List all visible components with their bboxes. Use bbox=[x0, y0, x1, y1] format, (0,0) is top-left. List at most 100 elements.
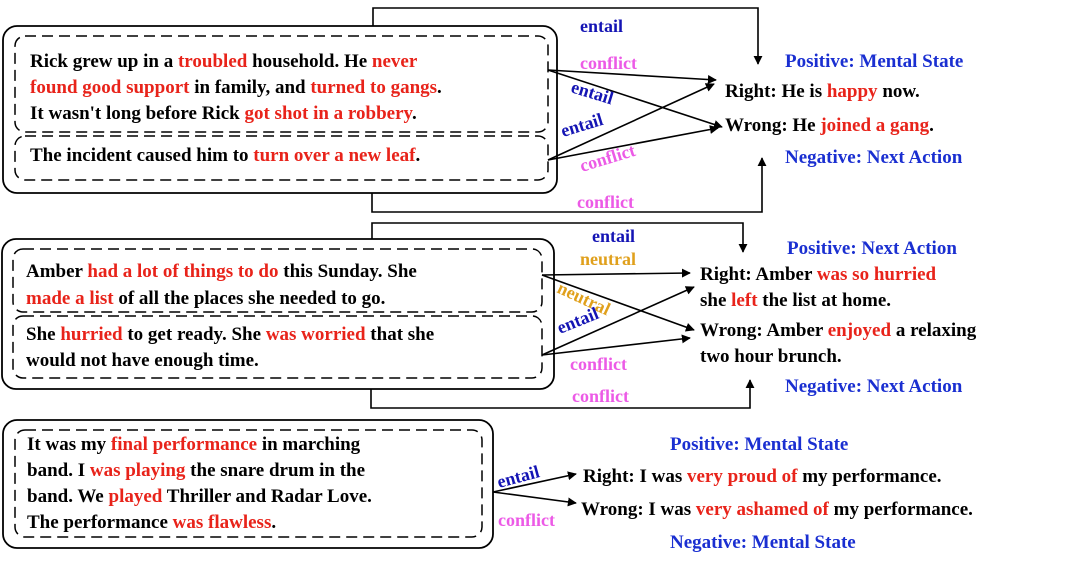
sentence-group-2a bbox=[12, 248, 543, 313]
relation-label: conflict bbox=[577, 140, 637, 176]
arrow-story-to-negative bbox=[370, 379, 755, 409]
text-span: in family, and bbox=[189, 77, 310, 98]
story-line: found good support in family, and turned… bbox=[30, 77, 442, 98]
highlighted-phrase: was worried bbox=[266, 324, 366, 345]
text-span: The incident caused him to bbox=[30, 145, 253, 166]
arrow-s1-to-right bbox=[547, 69, 717, 85]
highlighted-phrase: played bbox=[109, 486, 163, 507]
relation-label: conflict bbox=[570, 354, 627, 374]
story-line: It was my final performance in marching bbox=[27, 434, 361, 455]
text-span: the snare drum in the bbox=[185, 460, 365, 481]
story-line: She hurried to get ready. She was worrie… bbox=[26, 324, 434, 345]
arrow-s1-to-wrong bbox=[547, 69, 723, 129]
highlighted-phrase: never bbox=[372, 51, 418, 72]
story-boxes bbox=[1, 25, 558, 549]
story-line: The incident caused him to turn over a n… bbox=[30, 145, 420, 166]
highlighted-phrase: found good support bbox=[30, 77, 190, 98]
text-span: . bbox=[415, 145, 420, 166]
sentence-group-1b bbox=[14, 135, 549, 181]
relation-label: neutral bbox=[580, 249, 636, 269]
arrow-story-to-negative bbox=[371, 157, 767, 213]
arrow-story-to-positive bbox=[371, 222, 748, 253]
negative-label: Negative: Mental State bbox=[670, 532, 856, 553]
highlighted-phrase: got shot in a robbery bbox=[244, 103, 413, 124]
wrong-option: Wrong: I was very ashamed of my performa… bbox=[581, 499, 973, 520]
right-option: Right: He is happy now. bbox=[725, 81, 920, 102]
sentence-group-1a bbox=[14, 35, 549, 133]
highlighted-phrase: was playing bbox=[90, 460, 186, 481]
highlighted-phrase: was so hurried bbox=[817, 264, 937, 285]
right-option: Right: Amber was so hurried bbox=[700, 264, 937, 285]
text-span: . bbox=[412, 103, 417, 124]
text-span: It wasn't long before Rick bbox=[30, 103, 244, 124]
sentence-group-3a bbox=[14, 429, 483, 538]
story-line: made a list of all the places she needed… bbox=[26, 288, 385, 309]
story-line: would not have enough time. bbox=[26, 350, 259, 371]
highlighted-phrase: turned to gangs bbox=[310, 77, 437, 98]
relation-label: entail bbox=[558, 109, 605, 141]
right-option: Right: I was very proud of my performanc… bbox=[583, 466, 942, 487]
story-line: band. We played Thriller and Radar Love. bbox=[27, 486, 372, 507]
negative-label: Negative: Next Action bbox=[785, 147, 963, 168]
text-span: in marching bbox=[257, 434, 361, 455]
text-span: She bbox=[26, 324, 60, 345]
highlighted-phrase: made a list bbox=[26, 288, 114, 309]
text-span: the list at home. bbox=[758, 290, 892, 311]
text-span: to get ready. She bbox=[123, 324, 266, 345]
text-span: would not have enough time. bbox=[26, 350, 259, 371]
story-box-3 bbox=[2, 419, 494, 549]
text-span: this Sunday. She bbox=[279, 261, 417, 282]
highlighted-phrase: had a lot of things to do bbox=[87, 261, 278, 282]
highlighted-phrase: very proud of bbox=[687, 466, 798, 487]
arrow-s2-to-wrong bbox=[547, 125, 719, 161]
text-span: . bbox=[437, 77, 442, 98]
text-span: two hour brunch. bbox=[700, 346, 842, 367]
relation-label: entail bbox=[592, 226, 635, 246]
text-span: my performance. bbox=[797, 466, 941, 487]
text-span: my performance. bbox=[829, 499, 973, 520]
text-span: Wrong: Amber bbox=[700, 320, 828, 341]
relation-label: entail bbox=[554, 303, 601, 338]
highlighted-phrase: hurried bbox=[60, 324, 123, 345]
relation-label: conflict bbox=[577, 192, 634, 212]
text-span: Wrong: I was bbox=[581, 499, 696, 520]
wrong-option: Wrong: Amber enjoyed a relaxing bbox=[700, 320, 977, 341]
arrow-s1-to-right bbox=[541, 268, 691, 278]
sentence-group-2b bbox=[12, 315, 543, 379]
story-box-2 bbox=[1, 238, 555, 390]
text-span: . bbox=[271, 512, 276, 533]
text-span: now. bbox=[878, 81, 920, 102]
highlighted-phrase: turn over a new leaf bbox=[253, 145, 416, 166]
text-span: of all the places she needed to go. bbox=[114, 288, 386, 309]
arrow-s1-to-wrong bbox=[492, 491, 577, 507]
relation-arrows bbox=[370, 7, 767, 507]
highlighted-phrase: enjoyed bbox=[828, 320, 892, 341]
wrong-option: Wrong: He joined a gang. bbox=[725, 115, 934, 136]
arrow-s1-to-right bbox=[492, 471, 577, 493]
text-span: band. We bbox=[27, 486, 109, 507]
highlighted-phrase: very ashamed of bbox=[696, 499, 830, 520]
text-span: The performance bbox=[27, 512, 173, 533]
relation-label: entail bbox=[580, 16, 623, 36]
positive-label: Positive: Next Action bbox=[787, 238, 957, 259]
text-span: that she bbox=[366, 324, 435, 345]
story-box-1 bbox=[2, 25, 558, 194]
text-span: band. I bbox=[27, 460, 90, 481]
highlighted-phrase: happy bbox=[827, 81, 878, 102]
relation-label: conflict bbox=[572, 386, 629, 406]
text-span: . bbox=[929, 115, 934, 136]
positive-label: Positive: Mental State bbox=[785, 51, 963, 72]
arrow-s2-to-wrong bbox=[541, 334, 691, 356]
story-line: Rick grew up in a troubled household. He… bbox=[30, 51, 418, 72]
highlighted-phrase: final performance bbox=[111, 434, 257, 455]
relation-label: conflict bbox=[580, 53, 637, 73]
text-span: she bbox=[700, 290, 731, 311]
highlighted-phrase: was flawless bbox=[173, 512, 272, 533]
text-span: Right: He is bbox=[725, 81, 827, 102]
right-option: she left the list at home. bbox=[700, 290, 891, 311]
highlighted-phrase: joined a gang bbox=[819, 115, 929, 136]
text-span: Right: I was bbox=[583, 466, 687, 487]
story-line: The performance was flawless. bbox=[27, 512, 276, 533]
positive-label: Positive: Mental State bbox=[670, 434, 848, 455]
